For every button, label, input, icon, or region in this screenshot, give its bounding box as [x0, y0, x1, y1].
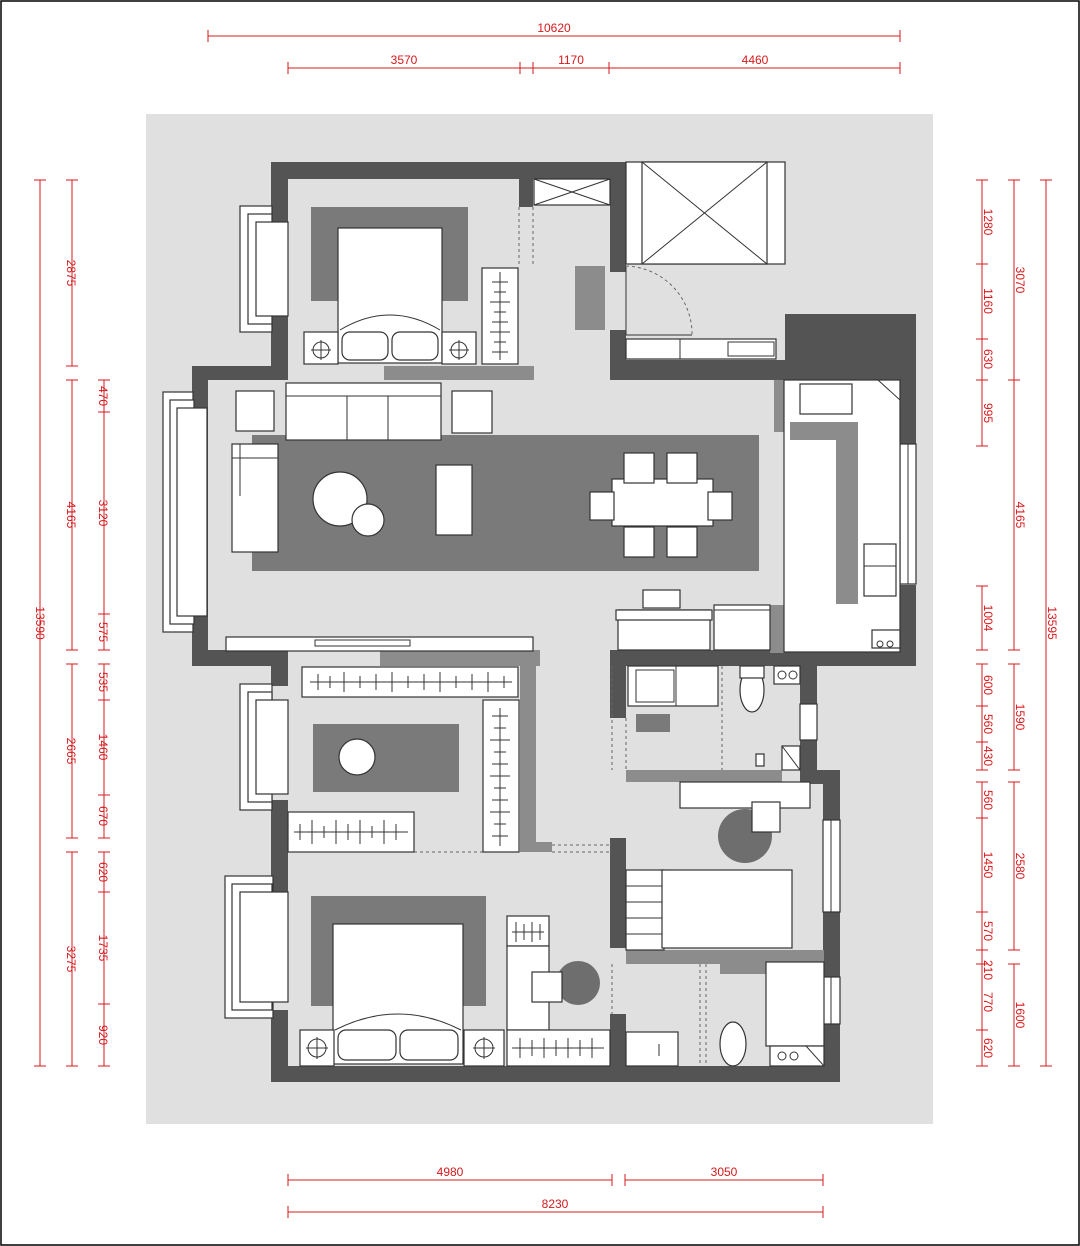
- desk-shelf: [506, 915, 550, 947]
- dim-top-total: 10620: [537, 21, 571, 35]
- shelf-right: [482, 699, 520, 853]
- dim-right-mid-3: 1590: [1013, 704, 1027, 731]
- shaft-top: [533, 161, 786, 360]
- shower: [765, 961, 825, 1047]
- dim-left-inner-5: 1460: [96, 734, 110, 761]
- bedroom-top: [303, 207, 519, 365]
- dim-left-mid-4: 3275: [64, 946, 78, 973]
- living-dining: [225, 382, 771, 652]
- sofa: [285, 382, 442, 441]
- bedroom-right: [625, 781, 811, 951]
- bathroom-lower: [625, 961, 825, 1068]
- dining-chair: [589, 491, 615, 521]
- wardrobe-hangers: [490, 272, 510, 360]
- dim-right-inner-12: 210: [981, 960, 995, 980]
- burners: [871, 629, 901, 649]
- desk-chair: [531, 971, 563, 1003]
- dim-left-mid-1: 2875: [64, 260, 78, 287]
- dim-right-mid-5: 1600: [1013, 1002, 1027, 1029]
- dim-left-mid-2: 4165: [64, 502, 78, 529]
- side-table-left: [235, 390, 275, 432]
- dim-top-seg-1: 3570: [391, 53, 418, 67]
- dim-left-mid-3: 2665: [64, 738, 78, 765]
- dim-top-seg-3: 4460: [742, 53, 769, 67]
- cabinet: [713, 604, 771, 651]
- dim-right-inner-4: 995: [981, 403, 995, 423]
- dim-right-inner-14: 620: [981, 1038, 995, 1058]
- windows: [162, 205, 917, 1025]
- dim-right-inner-13: 770: [981, 992, 995, 1012]
- dining-chair: [623, 452, 655, 484]
- dim-right-inner-3: 630: [981, 349, 995, 369]
- dim-right-inner-8: 430: [981, 746, 995, 766]
- dim-left-inner-1: 470: [96, 386, 110, 406]
- vanity-lower: [625, 1031, 679, 1067]
- armchair: [231, 443, 279, 553]
- bathroom-upper: [627, 665, 801, 771]
- fridge: [799, 383, 853, 415]
- dim-right-inner-5: 1004: [981, 605, 995, 632]
- chair-right: [751, 801, 781, 833]
- dim-left-inner-6: 670: [96, 806, 110, 826]
- toilet-lower: [719, 1021, 747, 1067]
- door-openings: [288, 207, 723, 1066]
- desk-right: [679, 781, 811, 809]
- shelf-bottom-hangers: [294, 820, 408, 844]
- dim-left-inner-3: 575: [96, 622, 110, 642]
- dim-right-inner-11: 570: [981, 921, 995, 941]
- side-shelf: [625, 869, 665, 951]
- dim-right-inner-2: 1160: [981, 288, 995, 314]
- dimension-labels: 10620 3570 1170 4460 4980 3050 8230 1359…: [33, 21, 1059, 1211]
- dim-bottom-total: 8230: [542, 1197, 569, 1211]
- round-ottoman: [338, 738, 376, 776]
- dim-right-total: 13595: [1045, 606, 1059, 640]
- bedroom-bottom: [299, 896, 611, 1067]
- dim-left-inner-4: 535: [96, 672, 110, 692]
- vent: [773, 665, 801, 685]
- dim-bottom-seg-2: 3050: [711, 1165, 738, 1179]
- dining-chair: [666, 452, 698, 484]
- shelf-right-hangers: [490, 708, 510, 846]
- dim-right-mid-1: 3070: [1013, 267, 1027, 294]
- dim-left-inner-9: 920: [96, 1025, 110, 1045]
- bath-mat: [636, 714, 670, 732]
- dining-chair: [666, 526, 698, 558]
- stove: [863, 543, 897, 597]
- dim-left-inner-2: 3120: [96, 500, 110, 527]
- dim-right-mid-4: 2580: [1013, 853, 1027, 880]
- dining-table: [611, 478, 714, 527]
- dim-bottom-seg-1: 4980: [437, 1165, 464, 1179]
- entry-cabinet: [625, 338, 777, 360]
- dim-left-inner-7: 620: [96, 862, 110, 882]
- study-rug: [313, 724, 459, 792]
- kitchen: [783, 379, 901, 653]
- dim-right-mid-2: 4165: [1013, 502, 1027, 529]
- dimension-lines: [34, 30, 1052, 1218]
- study-room: [287, 666, 520, 853]
- dim-top-seg-2: 1170: [558, 53, 584, 67]
- dim-right-inner-9: 560: [981, 790, 995, 810]
- shelf-top-hangers: [310, 672, 512, 692]
- dim-left-inner-8: 1735: [96, 935, 110, 962]
- dim-right-inner-10: 1450: [981, 852, 995, 879]
- dim-left-total: 13590: [33, 606, 47, 640]
- tv-console: [225, 636, 534, 652]
- dining-chair: [707, 491, 733, 521]
- dim-right-inner-1: 1280: [981, 209, 995, 236]
- ottoman: [435, 464, 473, 536]
- coffee-table-small: [351, 503, 385, 537]
- desk-chair-rug: [556, 961, 600, 1005]
- vanity: [627, 665, 719, 707]
- side-table-right: [451, 390, 493, 434]
- single-bed: [661, 869, 793, 949]
- dim-right-inner-7: 560: [981, 714, 995, 734]
- dining-chair: [623, 526, 655, 558]
- partitions: [380, 266, 824, 974]
- dim-right-inner-6: 600: [981, 675, 995, 695]
